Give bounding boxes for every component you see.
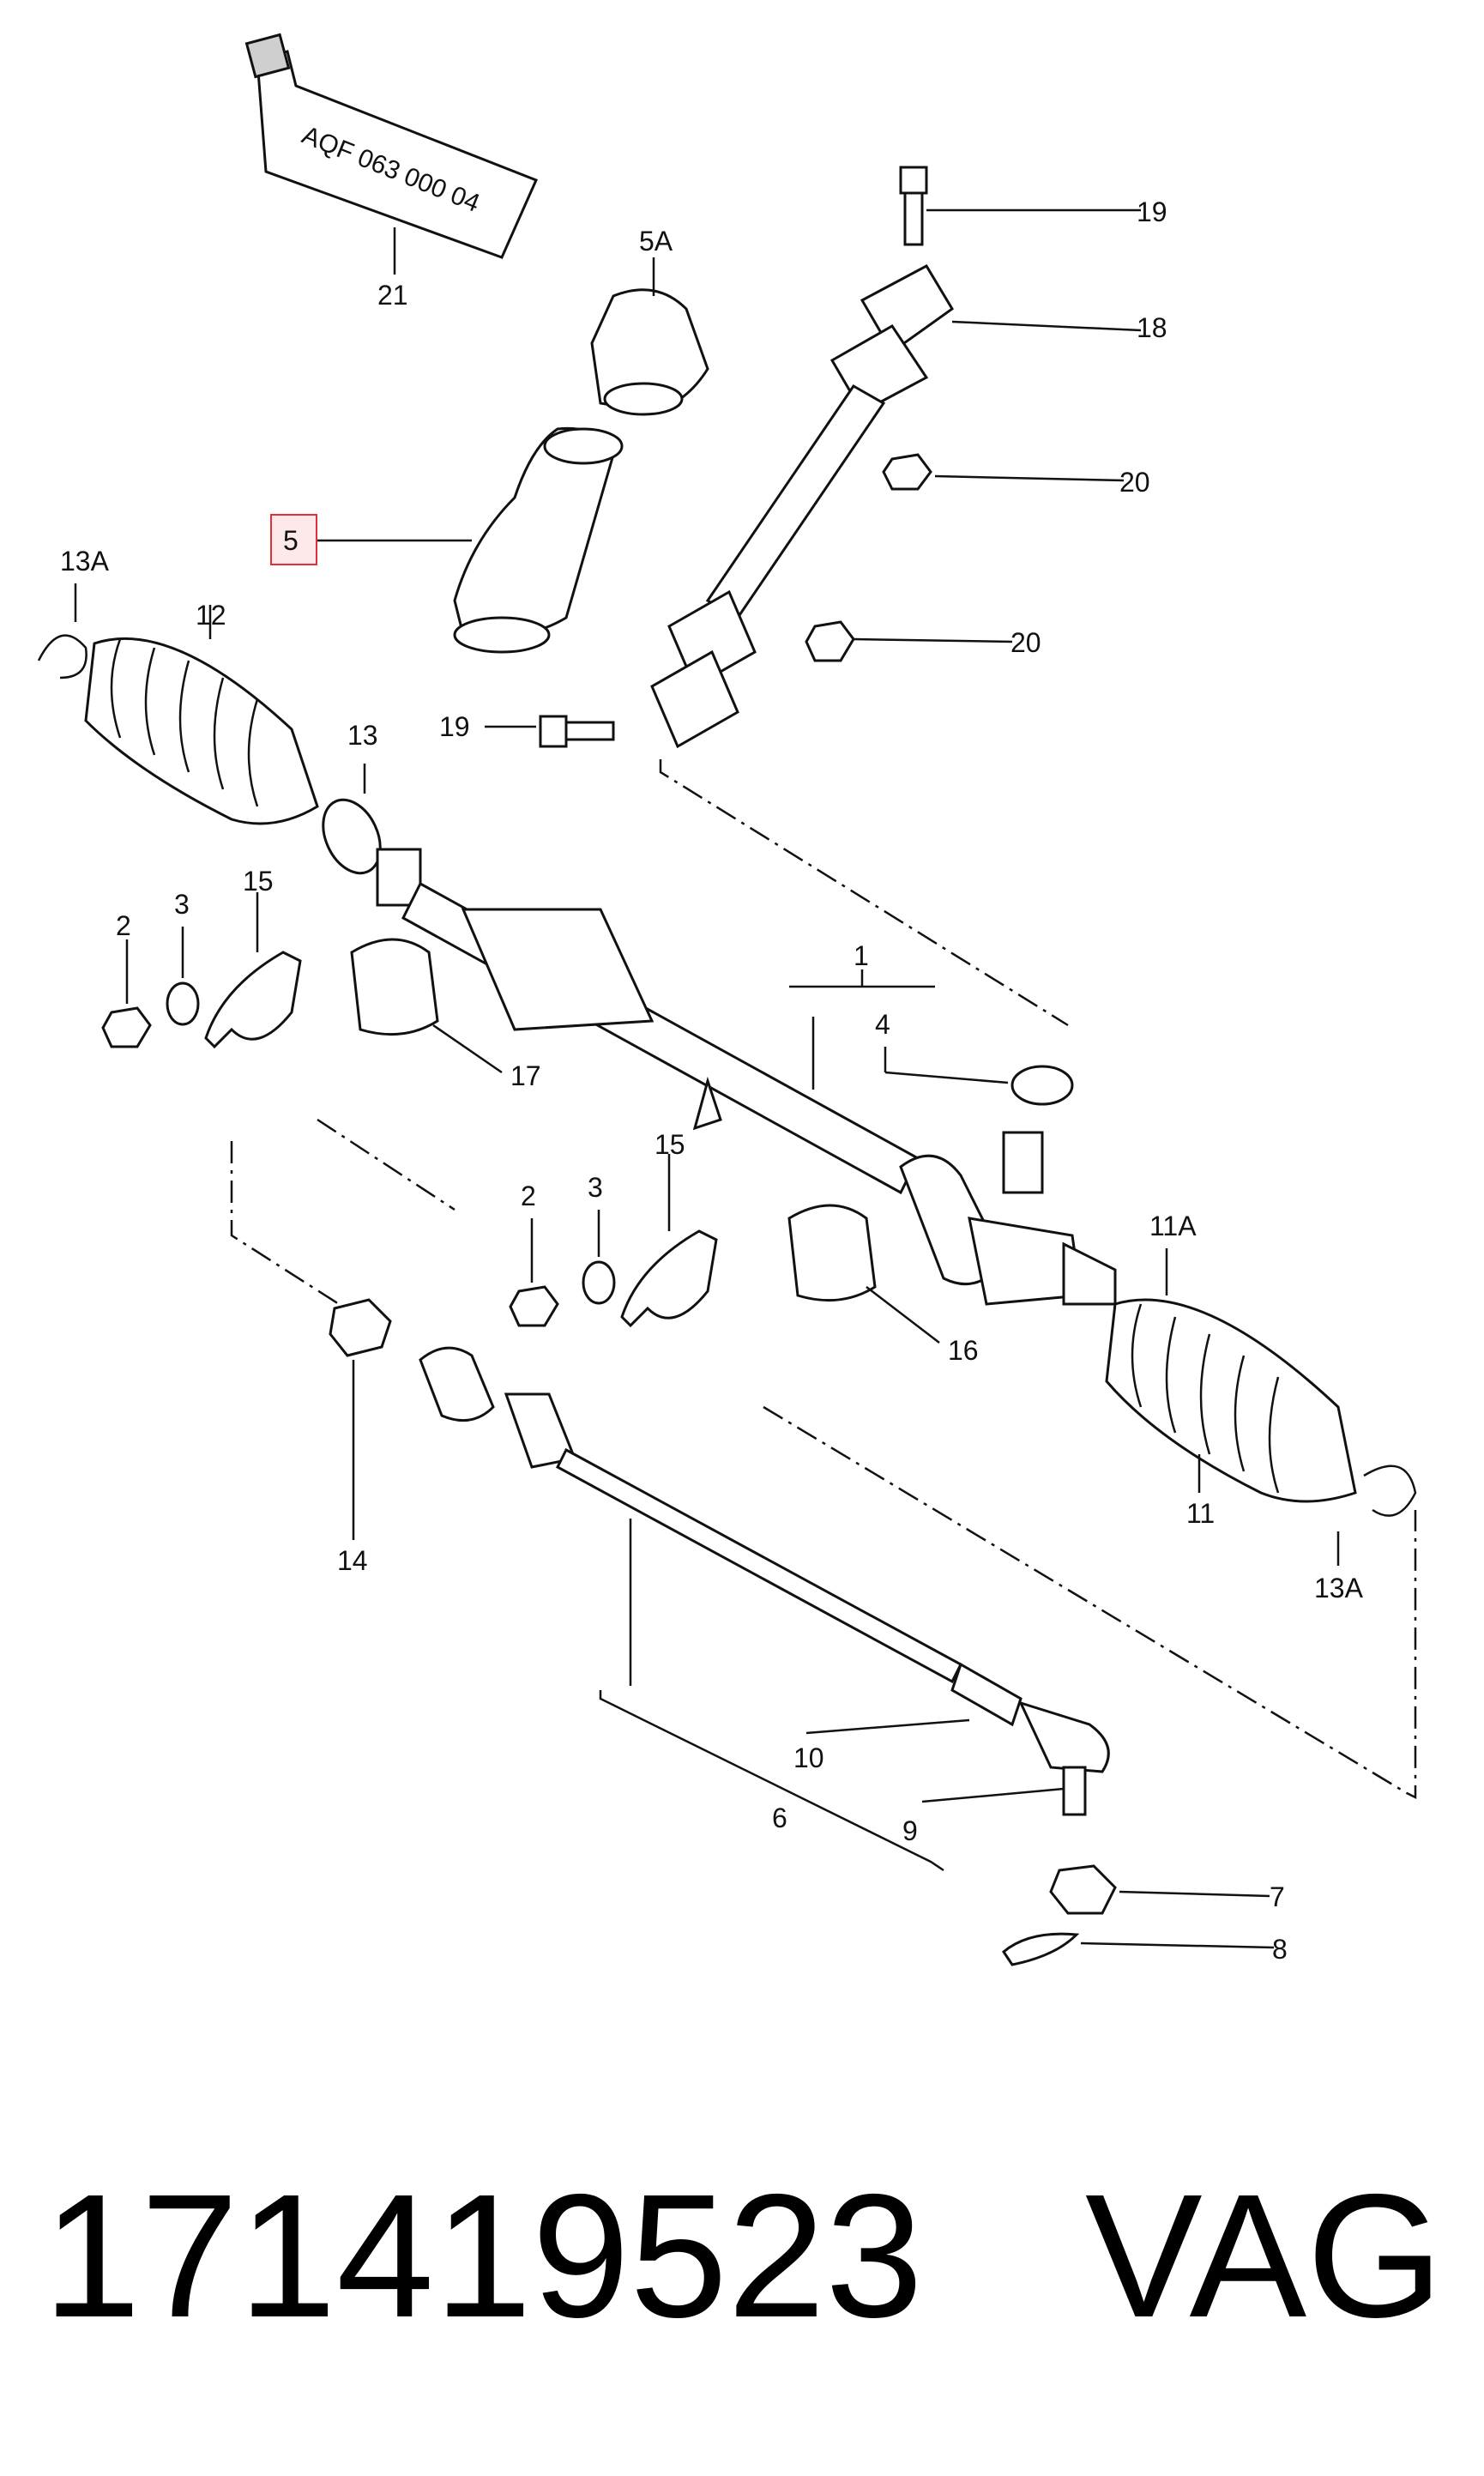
tie-rod-6 bbox=[419, 1346, 1110, 1872]
clip-13A-left bbox=[37, 583, 87, 679]
label-2-left: 2 bbox=[116, 910, 131, 941]
bolt-19-left bbox=[485, 715, 615, 748]
label-15-left: 15 bbox=[243, 866, 274, 897]
nut-20-upper bbox=[882, 453, 1125, 491]
label-5: 5 bbox=[283, 525, 299, 556]
steering-shaft-18 bbox=[650, 264, 1142, 749]
boot-cap-5A bbox=[590, 257, 709, 416]
castle-nut-7 bbox=[1049, 1864, 1270, 1915]
rubber-mount-17 bbox=[350, 938, 503, 1074]
label-13: 13 bbox=[347, 720, 378, 751]
brand-name: VAG bbox=[1085, 2158, 1444, 2354]
rack-housing-1 bbox=[376, 848, 1117, 1306]
bellows-11 bbox=[1105, 1248, 1357, 1503]
label-13A-right: 13A bbox=[1314, 1573, 1364, 1603]
label-12: 12 bbox=[196, 600, 226, 631]
label-16: 16 bbox=[948, 1335, 979, 1366]
nut-2-left bbox=[101, 939, 152, 1048]
label-3-right: 3 bbox=[588, 1172, 603, 1203]
highlighted-label-5[interactable]: 5 bbox=[270, 514, 317, 565]
bracket-15-right bbox=[620, 1154, 718, 1328]
label-6: 6 bbox=[772, 1803, 787, 1833]
boot-5 bbox=[317, 426, 624, 654]
clamp-13 bbox=[322, 764, 382, 875]
label-7: 7 bbox=[1270, 1881, 1285, 1912]
label-18: 18 bbox=[1137, 312, 1167, 343]
nut-14 bbox=[329, 1298, 392, 1540]
label-3-left: 3 bbox=[174, 889, 190, 920]
washer-3-left bbox=[166, 927, 200, 1026]
grommet-4 bbox=[884, 1047, 1074, 1106]
bracket-15-left bbox=[204, 892, 302, 1049]
nut-2-right bbox=[509, 1218, 559, 1327]
label-17: 17 bbox=[510, 1060, 541, 1091]
nut-20-lower bbox=[805, 620, 1013, 662]
cotter-pin-8 bbox=[1002, 1932, 1275, 1966]
bolt-19-top bbox=[899, 166, 1141, 246]
label-21: 21 bbox=[377, 280, 408, 311]
label-15-right: 15 bbox=[655, 1129, 685, 1160]
alignment-lines bbox=[230, 759, 1417, 1800]
label-2-right: 2 bbox=[521, 1181, 536, 1211]
label-5A: 5A bbox=[639, 226, 673, 257]
label-4: 4 bbox=[875, 1009, 890, 1040]
bellows-12 bbox=[84, 605, 319, 825]
grease-tube-21: AQF 063 000 04 bbox=[244, 33, 539, 275]
label-8: 8 bbox=[1272, 1934, 1288, 1965]
part-number: 171419523 bbox=[43, 2158, 923, 2354]
label-14: 14 bbox=[337, 1545, 368, 1576]
rubber-mount-16 bbox=[787, 1204, 940, 1344]
label-19-left: 19 bbox=[439, 711, 470, 742]
label-11A: 11A bbox=[1149, 1211, 1197, 1241]
washer-3-right bbox=[582, 1210, 616, 1305]
label-19-top: 19 bbox=[1137, 196, 1167, 227]
label-11: 11 bbox=[1186, 1498, 1215, 1529]
label-10: 10 bbox=[793, 1742, 824, 1773]
label-13A-left: 13A bbox=[60, 546, 110, 577]
label-20-lower: 20 bbox=[1010, 627, 1041, 658]
label-20-upper: 20 bbox=[1119, 467, 1150, 498]
highlight-box bbox=[270, 514, 317, 565]
footer: 171419523 VAG bbox=[43, 2158, 1444, 2354]
part-labels: 21 5A 19 18 20 20 19 13A 12 13 2 3 15 1 … bbox=[60, 196, 1364, 1965]
label-1: 1 bbox=[854, 940, 869, 971]
clip-13A-right bbox=[1336, 1464, 1417, 1566]
label-9: 9 bbox=[902, 1815, 918, 1846]
